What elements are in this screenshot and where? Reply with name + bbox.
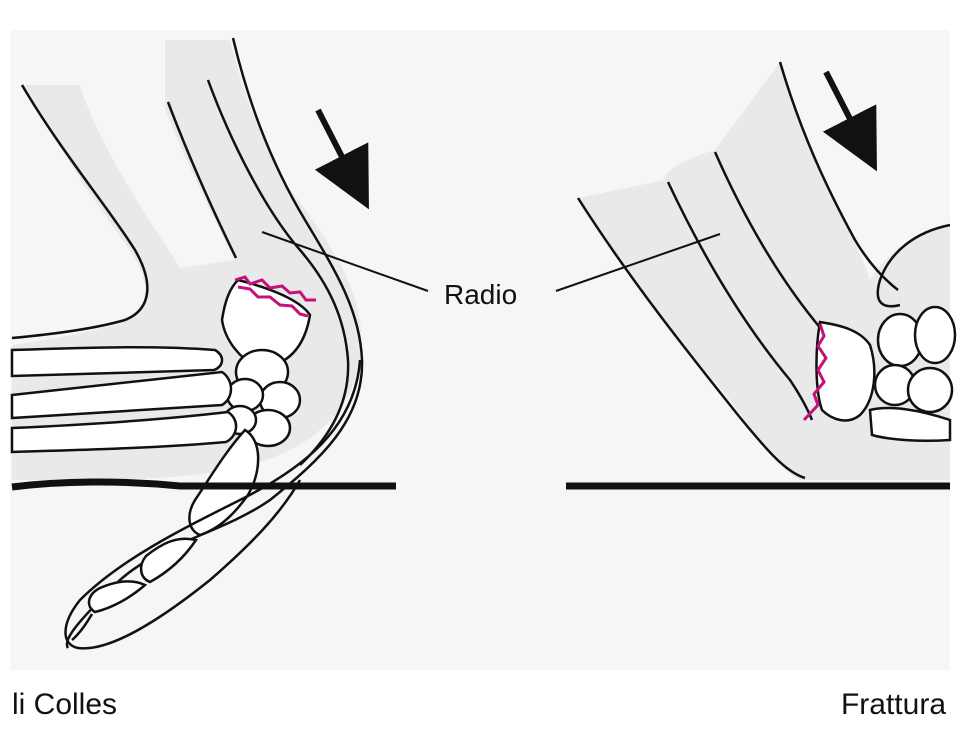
left-hand-top-contour [11,84,149,340]
right-forearm-line-c [713,151,823,331]
right-illustration [566,61,957,490]
left-forearm-upper-line [166,101,238,259]
caption-right: Frattura [840,688,946,721]
arrow-down-right-icon [314,108,369,210]
right-forearm-line-b [666,181,814,421]
left-illustration [10,37,396,650]
right-hand-contour [876,223,951,308]
right-fracture-mark [802,323,828,422]
radio-label: Radio [444,279,518,310]
arrow-down-right-icon [822,70,877,172]
left-surface-line [11,478,396,491]
radio-leader-right [555,233,721,292]
left-thumb-contour [64,359,362,650]
caption-left: li Colles [12,688,118,721]
right-forearm-line-a [576,197,806,480]
radio-leader-left [261,231,429,292]
left-metacarpals [10,346,238,454]
right-carpal-bones [815,305,957,443]
left-forearm-inner-contour [206,79,350,466]
left-fracture-mark [234,275,316,318]
